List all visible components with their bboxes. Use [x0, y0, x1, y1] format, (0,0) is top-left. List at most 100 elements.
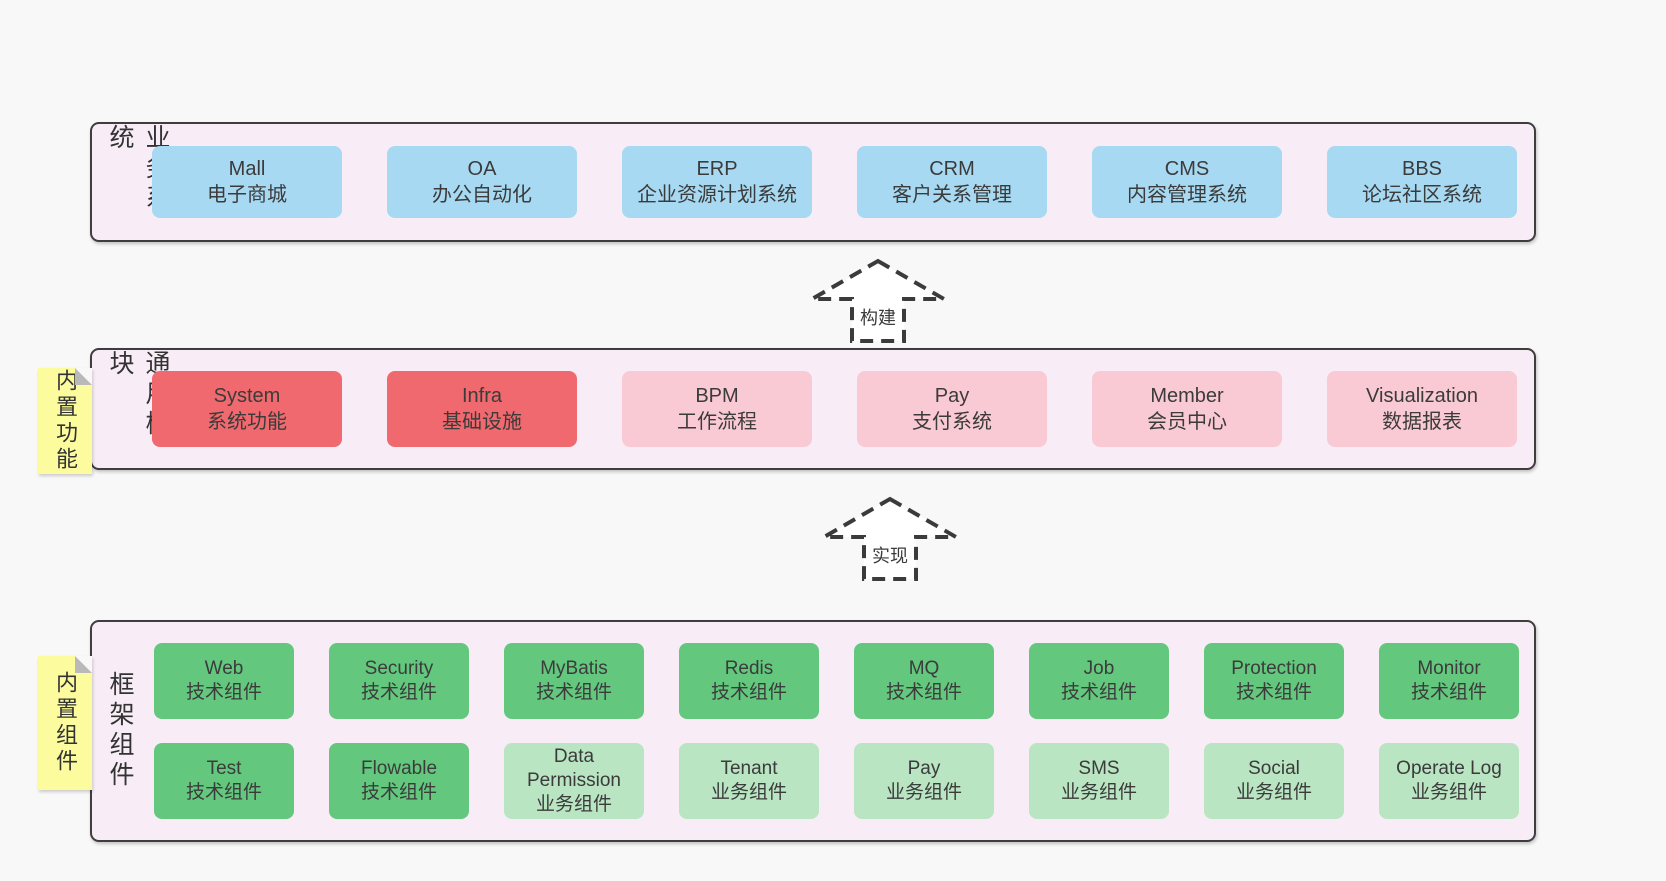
node-oa: OA 办公自动化 — [387, 146, 577, 218]
node-title: Operate Log — [1396, 758, 1502, 779]
node-system: System 系统功能 — [152, 371, 342, 447]
node-title: OA — [467, 158, 497, 180]
node-erp: ERP 企业资源计划系统 — [622, 146, 812, 218]
node-title: Redis — [724, 658, 774, 679]
node-subtitle: 技术组件 — [185, 682, 262, 703]
arrow-label: 实现 — [869, 542, 911, 568]
node-title: Flowable — [360, 758, 438, 779]
sticky-label: 内置组件 — [53, 671, 78, 775]
section-label: 框架组件 — [106, 671, 134, 791]
node-subtitle: 客户关系管理 — [892, 184, 1012, 206]
node-title: System — [213, 385, 281, 407]
modules-box-row: System 系统功能 Infra 基础设施 BPM 工作流程 Pay 支付系统… — [152, 350, 1517, 468]
node-subtitle: 支付系统 — [912, 411, 992, 433]
node-subtitle: 技术组件 — [1410, 682, 1487, 703]
node-bpm: BPM 工作流程 — [622, 371, 812, 447]
node-subtitle: 论坛社区系统 — [1362, 184, 1482, 206]
node-pay-system: Pay 支付系统 — [857, 371, 1047, 447]
node-title: Protection — [1231, 658, 1317, 679]
sticky-note-builtin-features: 内置功能 — [38, 368, 92, 474]
sticky-note-builtin-components: 内置组件 — [38, 656, 92, 790]
node-crm: CRM 客户关系管理 — [857, 146, 1047, 218]
node-data-permission: Data Permission 业务组件 — [504, 743, 644, 819]
node-test: Test 技术组件 — [154, 743, 294, 819]
node-title: Monitor — [1417, 658, 1481, 679]
components-box-grid: Web 技术组件 Security 技术组件 MyBatis 技术组件 Redi… — [154, 622, 1519, 840]
node-title: MyBatis — [540, 658, 608, 679]
node-security: Security 技术组件 — [329, 643, 469, 719]
node-operate-log: Operate Log 业务组件 — [1379, 743, 1519, 819]
node-subtitle: 技术组件 — [360, 782, 437, 803]
node-title: Security — [364, 658, 434, 679]
node-title: ERP — [696, 158, 738, 180]
node-subtitle: 技术组件 — [1235, 682, 1312, 703]
node-title: Pay — [934, 385, 970, 407]
section-common-modules: 通用模块 System 系统功能 Infra 基础设施 BPM 工作流程 Pay… — [90, 348, 1536, 470]
node-cms: CMS 内容管理系统 — [1092, 146, 1282, 218]
node-title: BBS — [1401, 158, 1443, 180]
node-subtitle: 技术组件 — [1060, 682, 1137, 703]
node-pay-component: Pay 业务组件 — [854, 743, 994, 819]
node-subtitle: 业务组件 — [1235, 782, 1312, 803]
node-title: Mall — [228, 158, 266, 180]
node-subtitle: 技术组件 — [710, 682, 787, 703]
node-title: BPM — [695, 385, 739, 407]
node-subtitle: 办公自动化 — [432, 184, 532, 206]
node-social: Social 业务组件 — [1204, 743, 1344, 819]
node-title: MQ — [908, 658, 940, 679]
node-subtitle: 业务组件 — [710, 782, 787, 803]
node-subtitle: 基础设施 — [442, 411, 522, 433]
node-subtitle: 技术组件 — [885, 682, 962, 703]
node-mybatis: MyBatis 技术组件 — [504, 643, 644, 719]
node-title: CMS — [1164, 158, 1210, 180]
node-subtitle: 数据报表 — [1382, 411, 1462, 433]
node-subtitle: 企业资源计划系统 — [637, 184, 797, 206]
node-subtitle: 技术组件 — [185, 782, 262, 803]
section-business-systems: 业务系统 Mall 电子商城 OA 办公自动化 ERP 企业资源计划系统 CRM… — [90, 122, 1536, 242]
node-title: Job — [1083, 658, 1115, 679]
node-subtitle: 会员中心 — [1147, 411, 1227, 433]
node-title: Member — [1150, 385, 1224, 407]
business-box-row: Mall 电子商城 OA 办公自动化 ERP 企业资源计划系统 CRM 客户关系… — [152, 124, 1517, 240]
node-title: Pay — [907, 758, 941, 779]
node-subtitle: 电子商城 — [207, 184, 287, 206]
node-mall: Mall 电子商城 — [152, 146, 342, 218]
components-row-1: Web 技术组件 Security 技术组件 MyBatis 技术组件 Redi… — [154, 643, 1519, 719]
node-sms: SMS 业务组件 — [1029, 743, 1169, 819]
node-member: Member 会员中心 — [1092, 371, 1282, 447]
node-title: Tenant — [720, 758, 778, 779]
node-subtitle: 业务组件 — [535, 794, 612, 815]
node-infra: Infra 基础设施 — [387, 371, 577, 447]
up-arrow-icon — [810, 258, 946, 343]
node-mq: MQ 技术组件 — [854, 643, 994, 719]
node-subtitle: 系统功能 — [207, 411, 287, 433]
node-subtitle: 业务组件 — [1060, 782, 1137, 803]
node-web: Web 技术组件 — [154, 643, 294, 719]
node-subtitle: 内容管理系统 — [1127, 184, 1247, 206]
node-flowable: Flowable 技术组件 — [329, 743, 469, 819]
node-subtitle: 技术组件 — [535, 682, 612, 703]
node-title: Social — [1248, 758, 1300, 779]
node-job: Job 技术组件 — [1029, 643, 1169, 719]
node-title: Web — [204, 658, 244, 679]
sticky-label: 内置功能 — [53, 369, 78, 473]
section-framework-components: 框架组件 Web 技术组件 Security 技术组件 MyBatis 技术组件… — [90, 620, 1536, 842]
node-title: Test — [206, 758, 242, 779]
node-bbs: BBS 论坛社区系统 — [1327, 146, 1517, 218]
node-subtitle: 工作流程 — [677, 411, 757, 433]
arrow-label: 构建 — [857, 304, 899, 330]
node-tenant: Tenant 业务组件 — [679, 743, 819, 819]
components-row-2: Test 技术组件 Flowable 技术组件 Data Permission … — [154, 743, 1519, 819]
node-title: Data Permission — [527, 746, 621, 791]
up-arrow-icon — [822, 496, 958, 581]
node-redis: Redis 技术组件 — [679, 643, 819, 719]
node-subtitle: 业务组件 — [1410, 782, 1487, 803]
arrow-implement: 实现 — [822, 496, 958, 582]
node-monitor: Monitor 技术组件 — [1379, 643, 1519, 719]
node-title: Infra — [461, 385, 503, 407]
node-title: SMS — [1078, 758, 1120, 779]
arrow-build: 构建 — [810, 258, 946, 344]
node-title: CRM — [929, 158, 975, 180]
node-subtitle: 技术组件 — [360, 682, 437, 703]
